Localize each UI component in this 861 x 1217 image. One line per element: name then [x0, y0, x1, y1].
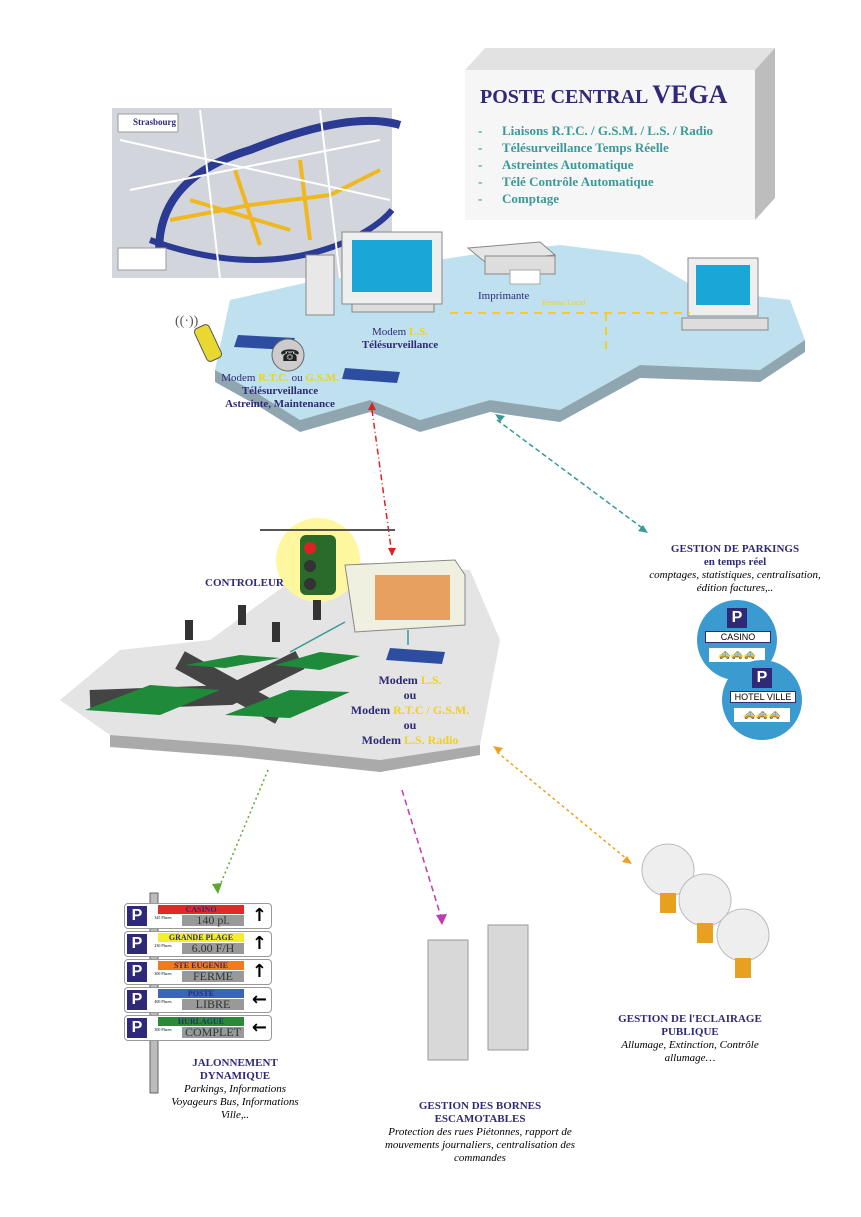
link-eclairage [496, 751, 629, 861]
link-bornes [401, 789, 443, 921]
server-tower [305, 254, 335, 316]
link-jalonnement [217, 769, 269, 891]
feature-item: -Télésurveillance Temps Réelle [478, 140, 669, 155]
central-box [465, 70, 755, 220]
feature-item: -Liaisons R.T.C. / G.S.M. / L.S. / Radio [478, 123, 714, 138]
feature-item: -Télé Contrôle Automatique [478, 174, 654, 189]
central-box-shadow [465, 48, 775, 70]
light-bulbs [641, 843, 770, 978]
feature-item: -Comptage [478, 191, 560, 206]
printer-label: Imprimante [478, 290, 530, 302]
network-label: Réseau Local [542, 298, 586, 307]
central-feature-list: -Liaisons R.T.C. / G.S.M. / L.S. / Radio… [478, 122, 713, 207]
controller-modem-labels: Modem L.S. ou Modem R.T.C / G.S.M. ou Mo… [350, 673, 470, 747]
car-icons: 🚕🚕🚕 [734, 708, 790, 722]
arrow-up-icon: ↑ [251, 933, 267, 954]
modem-rtc-label: Modem R.T.C. ou G.S.M. Télésurveillance … [221, 372, 339, 410]
controller-label: CONTROLEUR [205, 577, 284, 589]
svg-text:((·)): ((·)) [175, 314, 199, 329]
telephone-icon [271, 338, 305, 372]
modem-ls-label: Modem L.S. Télésurveillance [361, 326, 439, 351]
arrow-up-icon: ↑ [251, 905, 267, 926]
arrow-up-icon: ↑ [251, 961, 267, 982]
link-central-parkings [496, 419, 646, 531]
modem-controller [386, 648, 445, 664]
local-network-line [450, 312, 690, 352]
arrow-left-icon: ← [251, 989, 267, 1010]
grass [85, 685, 220, 715]
feature-item: -Astreintes Automatique [478, 157, 634, 172]
city-map [112, 108, 402, 279]
parkings-caption: GESTION DE PARKINGS en temps réel compta… [649, 543, 821, 594]
bollard [427, 939, 469, 1061]
car-icons: 🚕🚕🚕 [709, 648, 765, 662]
arrow-left-icon: ← [251, 1017, 267, 1038]
mobile-phone-icon [193, 324, 223, 362]
central-title: POSTE CENTRAL VEGA [480, 80, 728, 109]
svg-text:☎: ☎ [280, 348, 300, 365]
modem-ls [342, 368, 400, 383]
map-city-label: Strasbourg [133, 117, 177, 127]
link-central-controller [371, 409, 393, 556]
